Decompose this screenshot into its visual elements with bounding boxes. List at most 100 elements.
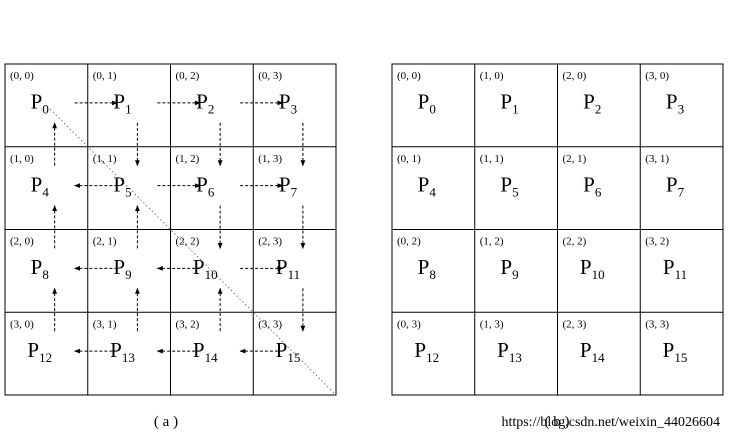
grid-a-process-label: P12 — [27, 338, 52, 365]
grid-b-process-index: 3 — [678, 102, 685, 117]
grid-a-process-label: P15 — [276, 338, 301, 365]
grid-b-process-index: 5 — [512, 184, 519, 199]
grid-b-process-label: P11 — [663, 255, 687, 282]
grid-a-cell: (0, 1)P1 — [93, 70, 132, 117]
grid-b-cell: (2, 0) P2 — [563, 70, 602, 117]
grid-b-cell: (0, 0)P0 — [397, 70, 436, 117]
grid-a-process-index: 0 — [42, 102, 49, 117]
grid-a-process-index: 9 — [125, 267, 132, 282]
grid-a-process-index: 14 — [205, 350, 219, 365]
grid-b-process-label: P2 — [583, 90, 601, 117]
grid-a-cell-coord: (0, 3) — [258, 70, 282, 82]
grid-b-process-letter: P — [500, 255, 512, 279]
grid-a-cell: (3, 3) P15 — [258, 318, 300, 365]
grid-a-cell: (1, 0) P4 — [10, 153, 49, 200]
grid-a-process-label: P1 — [113, 90, 131, 117]
grid-b-process-letter: P — [500, 172, 512, 196]
grid-b-process-label: P1 — [500, 90, 518, 117]
grid-a-process-index: 13 — [122, 350, 135, 365]
grid-b-process-label: P10 — [580, 255, 605, 282]
grid-a-cell-coord: (3, 3) — [258, 318, 282, 330]
grid-b-cell: (0, 3) P12 — [397, 318, 439, 365]
grid-a-cell: (0, 2)P2 — [176, 70, 215, 117]
grid-b-cell: (1, 0)P1 — [480, 70, 519, 117]
grid-a-process-index: 7 — [291, 184, 298, 199]
grid-b-process-letter: P — [580, 338, 592, 362]
grid-b-process-index: 8 — [429, 267, 436, 282]
grid-a-process-index: 1 — [125, 102, 132, 117]
grid-b-process-label: P6 — [583, 172, 602, 199]
grid-b-process-index: 4 — [429, 184, 436, 199]
grid-b-process-letter: P — [497, 338, 509, 362]
grid-a-cell-coord: (3, 0) — [10, 318, 34, 330]
grid-a-process-letter: P — [113, 255, 125, 279]
grid-b-process-letter: P — [414, 338, 426, 362]
grid-a-cell-coord: (1, 2) — [176, 153, 200, 165]
grid-a-process-letter: P — [196, 90, 208, 114]
grid-a-process-letter: P — [193, 255, 205, 279]
grid-b-cell: (3, 0)P3 — [645, 70, 684, 117]
grid-a-process-index: 11 — [288, 267, 301, 282]
grid-b-cell: (2, 1)P6 — [563, 153, 602, 200]
grid-a-process-letter: P — [31, 90, 43, 114]
grid-a-process-index: 4 — [42, 184, 49, 199]
watermark: https://blog.csdn.net/weixin_44026604 — [501, 415, 720, 430]
grid-a-process-label: P4 — [31, 172, 50, 199]
grid-a-process-index: 12 — [39, 350, 52, 365]
grid-a-cell-coord: (1, 0) — [10, 153, 34, 165]
grid-a-process-letter: P — [113, 172, 125, 196]
grid-b-cell-coord: (3, 2) — [645, 236, 669, 248]
grid-b-cell: (3, 2) P11 — [645, 236, 687, 283]
grid-b-cell-coord: (0, 2) — [397, 236, 421, 248]
grid-b-process-label: P7 — [666, 172, 685, 199]
grid-b-process-letter: P — [580, 255, 592, 279]
grid-a-cell-coord: (1, 3) — [258, 153, 282, 165]
grid-b-process-index: 15 — [674, 350, 687, 365]
grid-b: (0, 0)P0(1, 0)P1(2, 0)P2(3, 0)P3(0, 1)P4… — [391, 63, 724, 396]
grid-b-cell-coord: (1, 3) — [480, 318, 504, 330]
grid-a-cell-coord: (1, 1) — [93, 153, 117, 165]
grid-a-cell: (1, 3)P7 — [258, 153, 297, 200]
grid-b-cell-coord: (0, 0) — [397, 70, 421, 82]
grid-b-cell-coord: (2, 3) — [563, 318, 587, 330]
grid-b-process-index: 6 — [595, 184, 602, 199]
grid-a-process-index: 6 — [208, 184, 215, 199]
grid-a-cell-coord: (0, 0) — [10, 70, 34, 82]
grid-a-process-index: 3 — [291, 102, 298, 117]
grid-b-process-label: P5 — [500, 172, 518, 199]
grid-b-cell: (1, 1) P5 — [480, 153, 519, 200]
grid-a-process-label: P3 — [279, 90, 297, 117]
grid-a-cell: (0, 0) P0 — [10, 70, 49, 117]
grid-a: (0, 0)P0(0, 1)P1(0, 2)P2(0, 3)P3(1, 0)P4… — [4, 63, 337, 396]
grid-b-process-letter: P — [418, 90, 430, 114]
grid-b-process-label: P12 — [414, 338, 439, 365]
grid-a-process-letter: P — [31, 172, 43, 196]
grid-b-cell-coord: (1, 1) — [480, 153, 504, 165]
grid-a-process-index: 5 — [125, 184, 132, 199]
grid-b-cell-coord: (3, 0) — [645, 70, 669, 82]
grid-b-cell-coord: (0, 3) — [397, 318, 421, 330]
grid-b-cell-coord: (0, 1) — [397, 153, 421, 165]
grid-a-process-index: 2 — [208, 102, 215, 117]
grid-b-cell: (1, 3) P13 — [480, 318, 522, 365]
grid-b-process-index: 2 — [595, 102, 602, 117]
grid-b-process-index: 12 — [426, 350, 439, 365]
grid-a-process-label: P2 — [196, 90, 214, 117]
grid-a-process-letter: P — [110, 338, 122, 362]
grid-b-process-letter: P — [418, 255, 430, 279]
grid-a-process-letter: P — [276, 338, 288, 362]
grid-a-process-letter: P — [113, 90, 125, 114]
grid-a-process-label: P0 — [31, 90, 49, 117]
grid-a-process-label: P11 — [276, 255, 300, 282]
grid-a-process-letter: P — [276, 255, 288, 279]
grid-b-process-label: P14 — [580, 338, 605, 365]
caption-b: ( b ) — [545, 414, 570, 430]
grid-b-cell-coord: (2, 0) — [563, 70, 587, 82]
grid-a-cell: (2, 0)P8 — [10, 236, 49, 283]
grid-b-process-letter: P — [418, 172, 430, 196]
grid-b-process-letter: P — [663, 338, 675, 362]
grid-b-process-index: 13 — [509, 350, 522, 365]
grid-b-process-label: P13 — [497, 338, 522, 365]
grid-b-process-index: 10 — [592, 267, 605, 282]
